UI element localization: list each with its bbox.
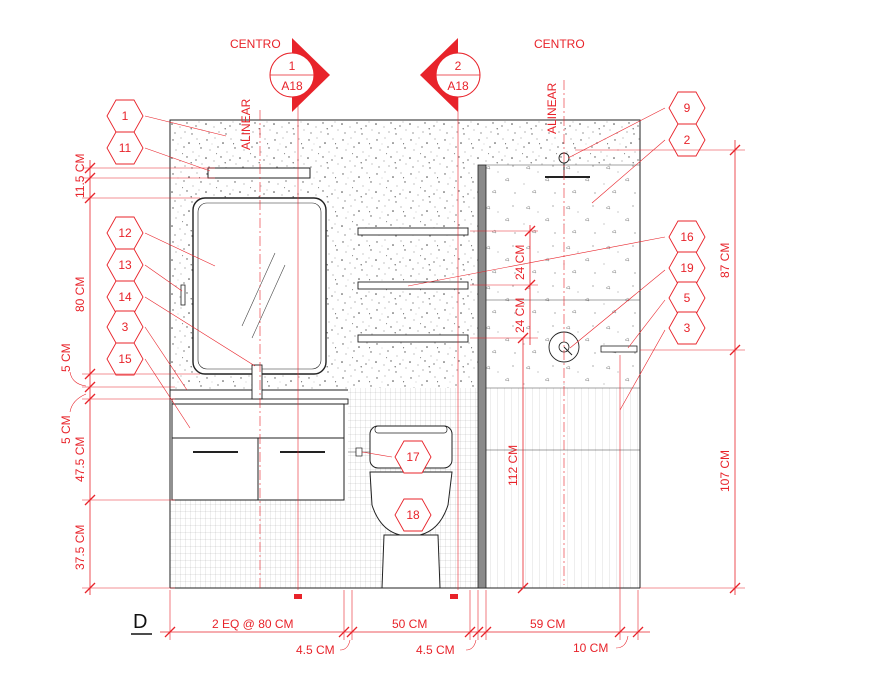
callout-5: 5 xyxy=(668,281,706,315)
dim-left-11-5: 11.5 CM xyxy=(73,154,87,198)
svg-text:1: 1 xyxy=(122,109,129,123)
svg-text:3: 3 xyxy=(122,320,129,334)
centro-label-left: CENTRO xyxy=(230,37,281,51)
towel-hook xyxy=(180,284,186,306)
view-letter: D xyxy=(133,611,147,633)
svg-text:15: 15 xyxy=(118,352,132,366)
callout-14: 14 xyxy=(106,280,144,314)
dim-left-80: 80 CM xyxy=(73,277,87,312)
dim-right-87: 87 CM xyxy=(718,243,732,278)
dim-bottom-10: 10 CM xyxy=(573,641,608,655)
dim-left-5a: 5 CM xyxy=(59,343,73,372)
callout-3-left: 3 xyxy=(106,310,144,344)
dim-bottom-2eq: 2 EQ @ 80 CM xyxy=(212,617,294,631)
wall-mirror xyxy=(192,197,327,375)
dim-left-47-5: 47.5 CM xyxy=(73,437,87,482)
svg-text:2: 2 xyxy=(684,133,691,147)
callout-18: 18 xyxy=(394,498,432,532)
callout-17: 17 xyxy=(394,440,432,474)
right-dimensions xyxy=(575,140,745,595)
svg-text:17: 17 xyxy=(406,450,420,464)
dim-bottom-4-5a: 4.5 CM xyxy=(296,643,335,657)
section-marker-1-sheet: A18 xyxy=(281,79,303,93)
shower-glass-partition xyxy=(477,164,640,589)
dim-mid-24a: 24 CM xyxy=(513,245,527,280)
callout-3-right: 3 xyxy=(668,311,706,345)
centerlines xyxy=(259,80,565,599)
shower-niche-soap-dish xyxy=(600,345,638,353)
svg-text:16: 16 xyxy=(680,230,694,244)
callout-11: 11 xyxy=(106,131,144,165)
callout-13: 13 xyxy=(106,248,144,282)
svg-text:19: 19 xyxy=(680,261,694,275)
dim-left-5b: 5 CM xyxy=(59,415,73,444)
shelf-bottom xyxy=(357,334,469,343)
left-dimensions xyxy=(69,160,215,595)
alinear-label-right: ALINEAR xyxy=(545,82,559,134)
svg-text:9: 9 xyxy=(684,101,691,115)
center-dimensions xyxy=(470,225,538,594)
callout-12: 12 xyxy=(106,216,144,250)
section-marker-1-number: 1 xyxy=(289,59,296,73)
callout-2: 2 xyxy=(668,123,706,157)
vanity-light-bar xyxy=(207,167,311,179)
callout-15: 15 xyxy=(106,342,144,376)
dim-mid-112: 112 CM xyxy=(506,445,520,486)
bottom-dimensions xyxy=(160,355,650,651)
svg-text:3: 3 xyxy=(684,321,691,335)
section-marker-1: 1 A18 xyxy=(269,38,330,112)
alinear-label-left: ALINEAR xyxy=(239,98,253,150)
svg-text:12: 12 xyxy=(118,226,132,240)
dim-left-37-5: 37.5 CM xyxy=(73,525,87,570)
shelf-top xyxy=(357,227,469,236)
svg-text:18: 18 xyxy=(406,508,420,522)
svg-text:14: 14 xyxy=(118,290,132,304)
callout-9: 9 xyxy=(668,91,706,125)
section-marker-2-number: 2 xyxy=(455,59,462,73)
dim-bottom-4-5b: 4.5 CM xyxy=(416,643,455,657)
shower-tile-wall xyxy=(486,388,640,588)
centro-label-right: CENTRO xyxy=(534,37,585,51)
svg-text:11: 11 xyxy=(119,141,132,155)
dim-right-107: 107 CM xyxy=(718,450,732,492)
dim-bottom-59: 59 CM xyxy=(530,617,565,631)
section-marker-2: 2 A18 xyxy=(420,38,481,112)
svg-text:13: 13 xyxy=(118,258,132,272)
callout-19: 19 xyxy=(668,251,706,285)
dim-bottom-50: 50 CM xyxy=(392,617,427,631)
callout-1: 1 xyxy=(106,99,144,133)
shelf-middle xyxy=(357,281,469,290)
vanity-faucet xyxy=(251,364,263,400)
dim-mid-24b: 24 CM xyxy=(513,298,527,333)
leader-lines xyxy=(144,107,666,458)
floating-shelves xyxy=(357,227,469,343)
section-marker-2-sheet: A18 xyxy=(447,79,469,93)
svg-text:5: 5 xyxy=(684,291,691,305)
callout-16: 16 xyxy=(668,220,706,254)
